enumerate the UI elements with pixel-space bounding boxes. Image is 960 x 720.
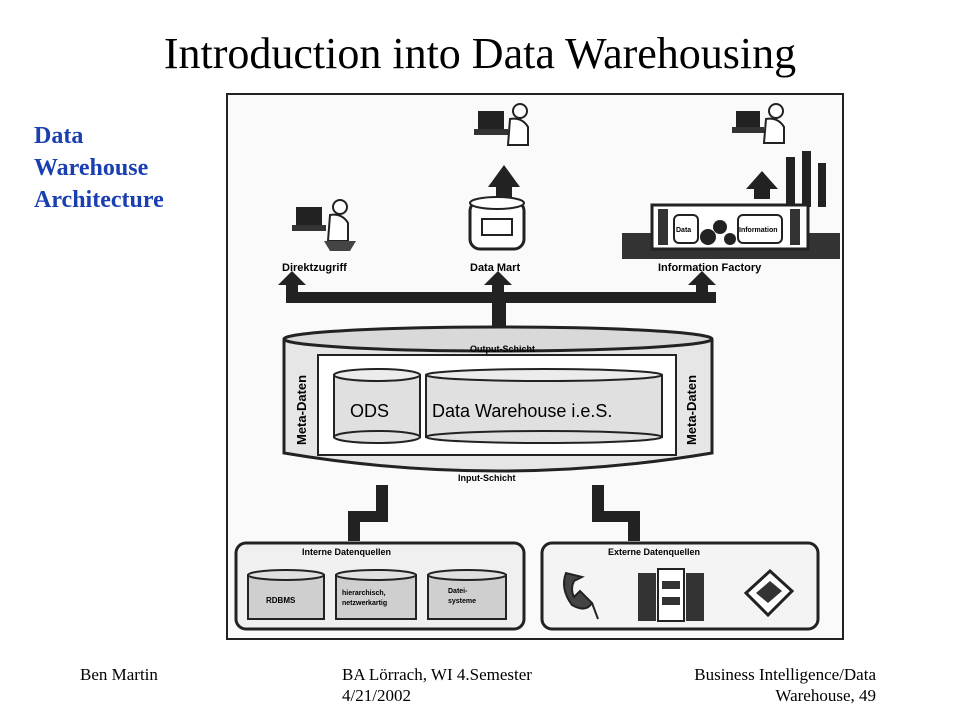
subtitle-line-2: Warehouse	[34, 155, 149, 181]
factory-information-label: Information	[739, 227, 778, 234]
architecture-diagram: Direktzugriff Data Mart Data Information	[226, 93, 844, 640]
footer-date: 4/21/2002	[342, 686, 411, 705]
slide-title: Introduction into Data Warehousing	[163, 29, 797, 78]
internal-sources-box: Interne Datenquellen RDBMS hierarchisch,…	[234, 541, 526, 631]
access-label-factory: Information Factory	[658, 262, 762, 274]
footer-topic: Business Intelligence/Data Warehouse, 49	[694, 664, 876, 706]
subtitle-line-3: Architecture	[34, 187, 164, 213]
files-label: Datei-systeme	[448, 588, 476, 605]
rdbms-cylinder: RDBMS	[247, 569, 325, 620]
workstation-user-icon-direct	[292, 199, 356, 251]
factory-data-label: Data	[676, 227, 691, 234]
footer-course-line-1: BA Lörrach, WI 4.Semester	[342, 665, 532, 684]
warehouse-cylinder: Output-Schicht Input-Schicht Meta-Daten …	[282, 325, 714, 483]
internal-sources-title: Interne Datenquellen	[302, 547, 391, 557]
data-mart-icon	[468, 165, 526, 251]
information-factory-icon: Data Information	[622, 151, 840, 259]
file-cabinet-icon	[638, 568, 704, 622]
footer-topic-line-1: Business Intelligence/Data	[694, 665, 876, 684]
files-cylinder: Datei-systeme	[427, 569, 507, 620]
workstation-user-icon-factory	[732, 103, 785, 144]
input-layer-label: Input-Schicht	[458, 473, 516, 483]
subtitle: Data Warehouse Architecture	[34, 120, 164, 216]
hierarchical-label: hierarchisch,netzwerkartig	[342, 590, 387, 607]
source-connectors	[348, 485, 640, 541]
meta-data-right-label: Meta-Daten	[684, 375, 699, 445]
footer-author: Ben Martin	[80, 665, 158, 684]
meta-data-left-label: Meta-Daten	[294, 375, 309, 445]
access-label-direct: Direktzugriff	[282, 262, 347, 274]
diskette-icon	[743, 568, 795, 618]
output-layer-label: Output-Schicht	[470, 344, 535, 354]
hierarchical-cylinder: hierarchisch,netzwerkartig	[335, 569, 417, 620]
ods-label: ODS	[350, 401, 389, 421]
footer-topic-line-2: Warehouse, 49	[775, 686, 876, 705]
external-sources-title: Externe Datenquellen	[608, 547, 700, 557]
ods-cylinder: ODS	[333, 368, 421, 444]
dw-label: Data Warehouse i.e.S.	[432, 401, 612, 421]
subtitle-line-1: Data	[34, 123, 84, 149]
footer-course: BA Lörrach, WI 4.Semester 4/21/2002	[342, 664, 532, 706]
rdbms-label: RDBMS	[266, 596, 296, 605]
workstation-user-icon-mart	[474, 103, 529, 146]
dw-cylinder: Data Warehouse i.e.S.	[425, 368, 663, 444]
telephone-icon	[563, 571, 599, 620]
external-sources-box: Externe Datenquellen	[540, 541, 820, 631]
access-label-mart: Data Mart	[470, 262, 520, 274]
